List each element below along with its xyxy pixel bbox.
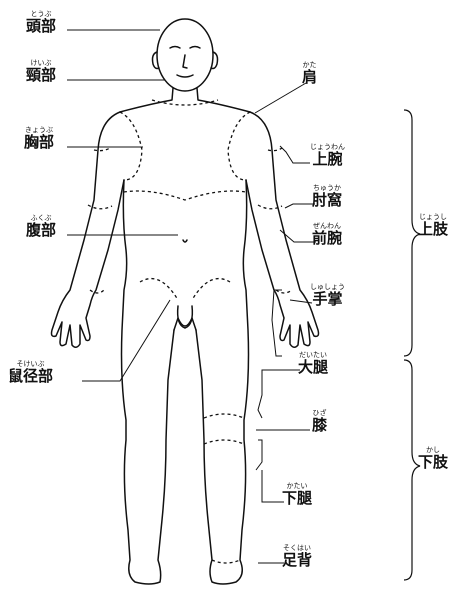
lower-limb-label: かし 下肢 (418, 447, 448, 470)
lower-limb-text: 下肢 (418, 455, 448, 470)
instep-text: 足背 (282, 553, 312, 568)
shoulder-text: 肩 (302, 70, 317, 85)
lower-leg-label: かたい 下腿 (282, 483, 312, 506)
elbow-text: 肘窩 (312, 193, 342, 208)
body-outline (52, 19, 319, 584)
leader-lines (67, 30, 316, 563)
region-borders (88, 100, 292, 563)
head-text: 頭部 (26, 19, 56, 34)
forearm-label: ぜんわん 前腕 (312, 223, 342, 246)
head-label: とうぶ 頭部 (26, 11, 56, 34)
upper-limb-text: 上肢 (418, 222, 448, 237)
abdomen-text: 腹部 (26, 223, 56, 238)
chest-label: きょうぶ 胸部 (24, 127, 54, 150)
upper-arm-text: 上腕 (310, 152, 345, 167)
shoulder-label: かた 肩 (302, 62, 317, 85)
neck-text: 頸部 (26, 68, 56, 83)
thigh-text: 大腿 (298, 360, 328, 375)
instep-label: そくはい 足背 (282, 545, 312, 568)
neck-label: けいぶ 頸部 (26, 60, 56, 83)
abdomen-label: ふくぶ 腹部 (26, 215, 56, 238)
palm-label: しゅしょう 手掌 (310, 284, 345, 307)
lower-leg-text: 下腿 (282, 491, 312, 506)
knee-label: ひざ 膝 (312, 410, 327, 433)
thigh-label: だいたい 大腿 (298, 352, 328, 375)
upper-arm-label: じょうわん 上腕 (310, 144, 345, 167)
groin-text: 鼠径部 (8, 369, 53, 384)
elbow-label: ちゅうか 肘窩 (312, 185, 342, 208)
upper-limb-label: じょうし 上肢 (418, 214, 448, 237)
knee-text: 膝 (312, 418, 327, 433)
groin-label: そけいぶ 鼠径部 (8, 361, 53, 384)
forearm-text: 前腕 (312, 231, 342, 246)
chest-text: 胸部 (24, 135, 54, 150)
palm-text: 手掌 (310, 292, 345, 307)
